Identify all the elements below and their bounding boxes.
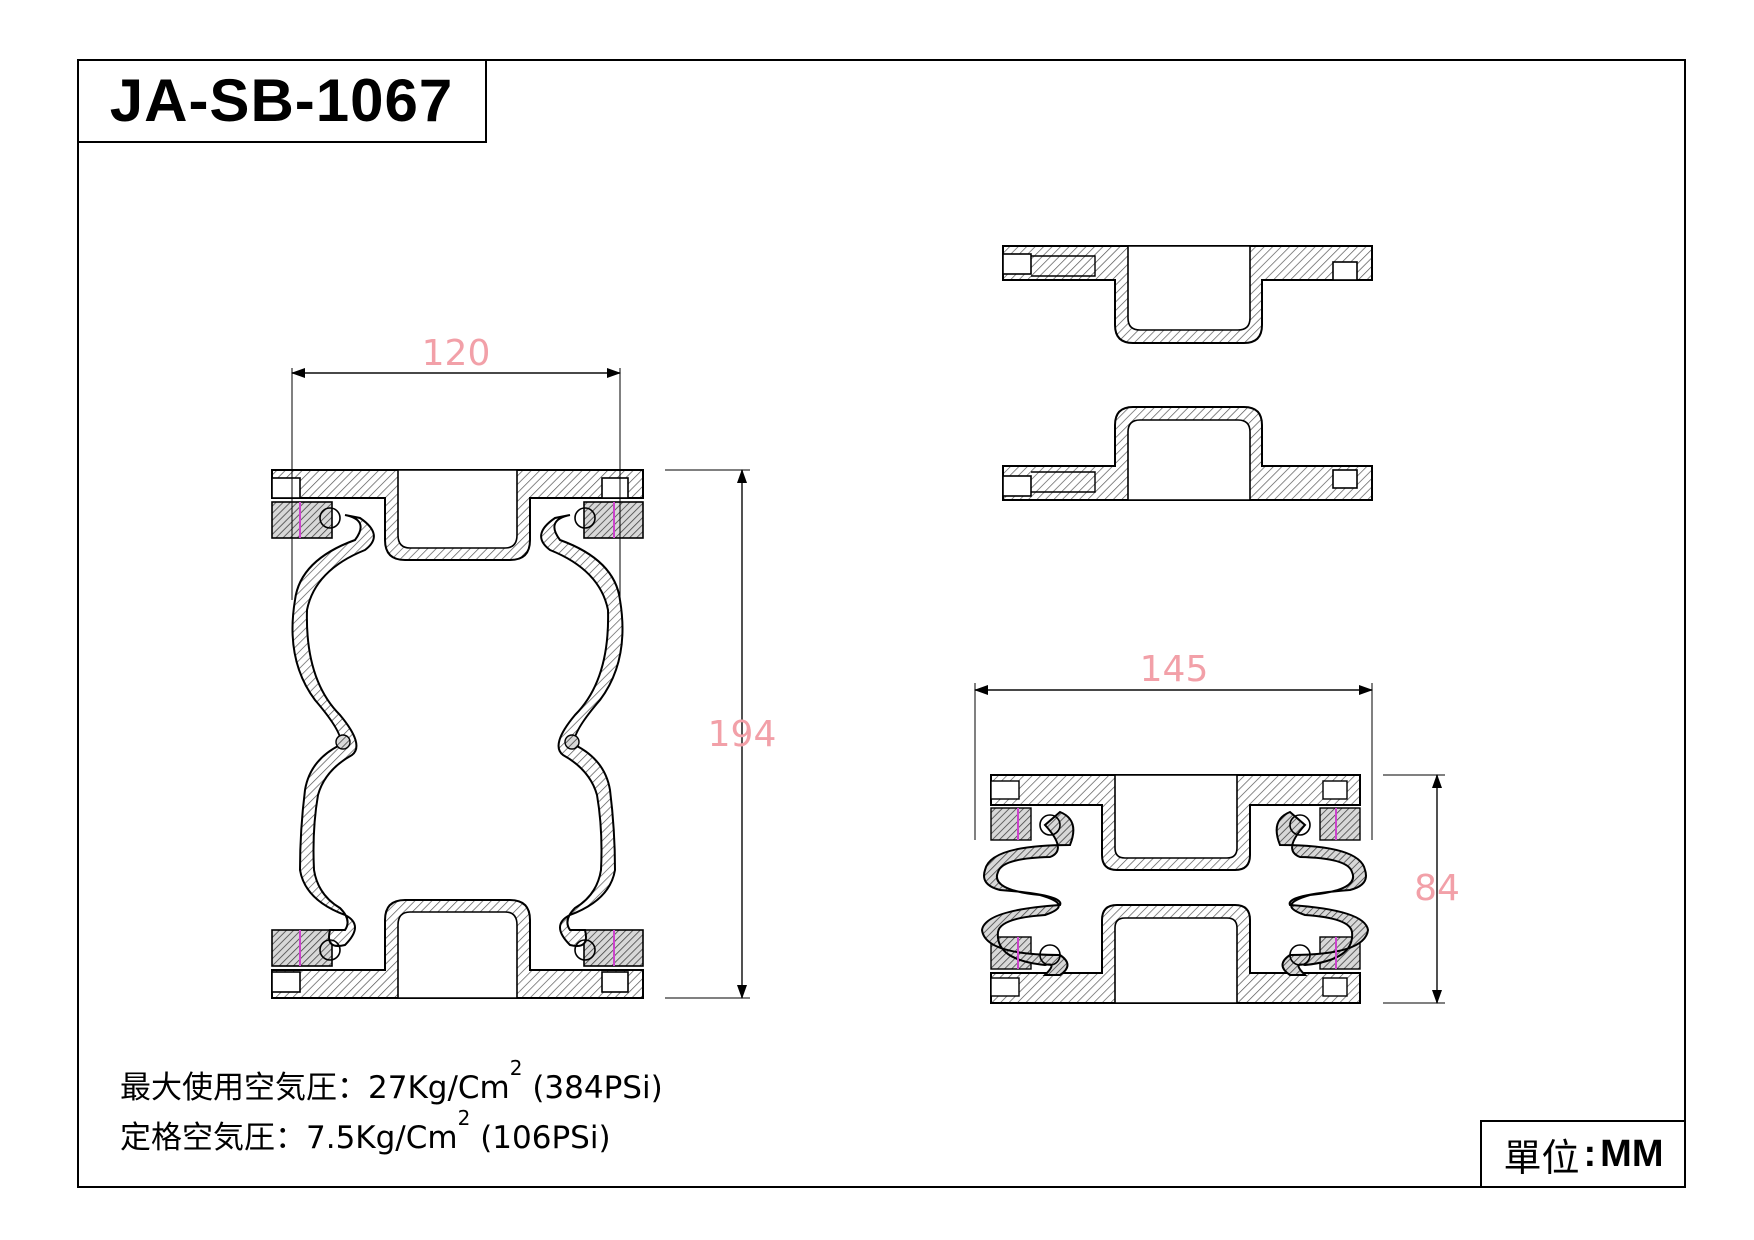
girdle-ring-right (564, 734, 580, 750)
compressed-bellows-right (1275, 810, 1370, 976)
dimension-height-compressed: 84 (1383, 774, 1460, 1004)
bellows-left-wall (291, 514, 375, 947)
dimension-label-194: 194 (708, 714, 777, 755)
spec-rated-pressure: 定格空気圧：7.5Kg/Cm2 (106PSi) (120, 1106, 611, 1157)
dimension-label-120: 120 (422, 333, 491, 374)
spec-max-pressure-label: 最大使用空気圧 (120, 1070, 337, 1106)
dimension-label-84: 84 (1414, 868, 1460, 909)
bottom-bolt-left (271, 971, 301, 993)
dimension-width-top: 120 (291, 333, 621, 600)
dimension-label-145: 145 (1140, 649, 1209, 690)
dimension-height-main: 194 (665, 469, 777, 999)
spec-max-pressure-colon: ： (337, 1070, 368, 1106)
spec-rated-pressure-extra: (106PSi) (470, 1120, 611, 1156)
spec-max-pressure: 最大使用空気圧：27Kg/Cm2 (384PSi) (120, 1056, 663, 1107)
title-block: JA-SB-1067 (78, 60, 487, 143)
dimension-width-compressed: 145 (974, 649, 1373, 840)
spec-rated-pressure-colon: ： (275, 1120, 306, 1156)
bellows-right-wall (540, 514, 624, 947)
unit-value: MM (1600, 1133, 1664, 1175)
bottom-bolt-right (601, 971, 629, 993)
compressed-bellows-left (980, 810, 1075, 976)
top-bolt-right (601, 477, 629, 499)
compressed-view (980, 774, 1370, 1004)
unit-block: 單位:MM (1480, 1120, 1685, 1187)
spec-rated-pressure-sup: 2 (457, 1106, 471, 1130)
spec-max-pressure-extra: (384PSi) (522, 1070, 663, 1106)
spec-max-pressure-sup: 2 (509, 1056, 523, 1080)
spec-rated-pressure-value: 7.5Kg/Cm (306, 1120, 458, 1156)
extended-view (271, 469, 644, 999)
spec-rated-pressure-label: 定格空気圧 (120, 1120, 275, 1156)
top-bolt-left (271, 477, 301, 499)
plate-lower-detail (1002, 406, 1373, 501)
girdle-ring-left (335, 734, 351, 750)
model-title: JA-SB-1067 (109, 67, 454, 134)
top-plate-inner (397, 469, 518, 549)
unit-separator: : (1583, 1133, 1597, 1175)
bottom-plate-inner (397, 911, 518, 999)
top-clamp-left (271, 501, 333, 539)
sheet-border (77, 59, 1686, 1188)
bottom-clamp-left (271, 929, 333, 967)
plate-upper-detail (1002, 245, 1373, 344)
spec-max-pressure-value: 27Kg/Cm (368, 1070, 510, 1106)
unit-label: 單位 (1503, 1136, 1580, 1180)
